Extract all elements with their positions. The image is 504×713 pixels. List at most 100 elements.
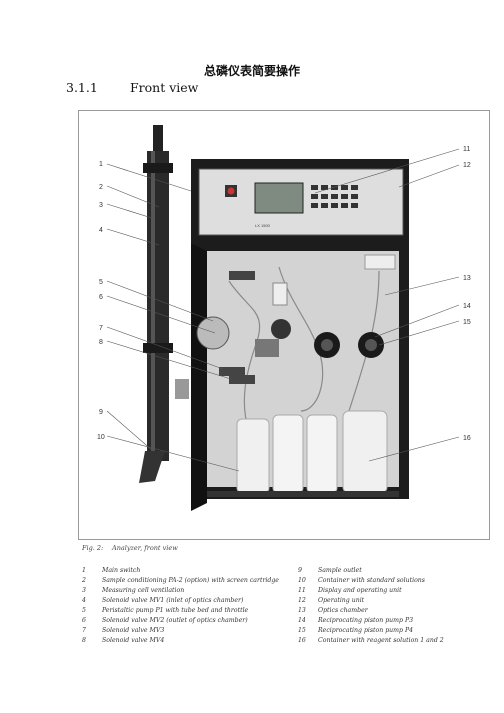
pipe-flange-mid xyxy=(143,343,173,353)
label-plate xyxy=(364,254,396,270)
caption-label: Fig. 2: xyxy=(82,544,104,552)
legend-text: Reciprocating piston pump P3 xyxy=(318,617,414,624)
legend-number: 6 xyxy=(82,617,86,624)
legend-number: 13 xyxy=(298,607,306,614)
legend-item: 4 Solenoid valve MV1 (inlet of optics cha… xyxy=(82,596,279,606)
peristaltic-pump xyxy=(196,316,230,350)
legend-text: Operating unit xyxy=(318,597,365,604)
legend-text: Solenoid valve MV4 xyxy=(102,637,165,644)
section-number: 3.1.1 xyxy=(66,80,98,95)
figure-caption: Fig. 2: Analyzer, front view xyxy=(82,544,178,552)
section-title: Front view xyxy=(130,80,199,95)
callout-label: 9 xyxy=(99,409,103,416)
legend-text: Display and operating unit xyxy=(318,587,402,594)
legend-column-left: 1 Main switch 2 Sample conditioning PA-2 (… xyxy=(82,566,279,646)
analyzer-illustration: LX 1500 xyxy=(97,125,471,511)
standard-solution-bottle xyxy=(236,418,270,494)
solenoid-valve-mv4 xyxy=(229,375,255,384)
callout-label: 8 xyxy=(99,339,103,346)
legend-text: Sample outlet xyxy=(318,567,362,574)
legend-text: Peristaltic pump P1 with tube bed and th… xyxy=(102,607,249,614)
legend-item: 2 Sample conditioning PA-2 (option) with … xyxy=(82,576,279,586)
callout-label: 10 xyxy=(97,434,105,441)
callout-label: 14 xyxy=(463,303,471,310)
solenoid-valve-mv1 xyxy=(229,271,255,280)
bottle-tray xyxy=(207,491,399,497)
legend-item: 10 Container with standard solutions xyxy=(298,576,444,586)
legend-text: Solenoid valve MV2 (outlet of optics cha… xyxy=(102,617,248,624)
legend-item: 13 Optics chamber xyxy=(298,606,444,616)
callout-label: 2 xyxy=(99,184,103,191)
callout-label: 7 xyxy=(99,325,103,332)
callout-label: 11 xyxy=(463,146,470,153)
legend-item: 3 Measuring cell ventilation xyxy=(82,586,279,596)
legend-column-right: 9 Sample outlet 10 Container with standard… xyxy=(298,566,444,646)
legend-number: 15 xyxy=(298,627,306,634)
legend-item: 6 Solenoid valve MV2 (outlet of optics ch… xyxy=(82,616,279,626)
document-title: 总磷仪表简要操作 xyxy=(203,64,300,78)
legend-text: Sample conditioning PA-2 (option) with s… xyxy=(102,577,279,584)
legend-text: Container with standard solutions xyxy=(318,577,425,584)
legend-text: Main switch xyxy=(102,567,141,574)
solenoid-valve-mv3 xyxy=(219,367,245,376)
legend-item: 11 Display and operating unit xyxy=(298,586,444,596)
legend-number: 11 xyxy=(298,587,306,594)
callout-label: 6 xyxy=(99,294,103,301)
riser-pipe-highlight xyxy=(151,151,155,461)
panel-brand-text: LX 1500 xyxy=(255,223,271,228)
legend-text: Measuring cell ventilation xyxy=(102,587,185,594)
optics-chamber xyxy=(272,282,288,306)
callout-label: 1 xyxy=(99,161,103,168)
pump-p1-head xyxy=(271,319,291,339)
pipe-flange-top xyxy=(143,163,173,173)
sample-outlet-nozzle xyxy=(139,451,165,483)
display-screen xyxy=(254,182,304,214)
legend-text: Container with reagent solution 1 and 2 xyxy=(318,637,444,644)
piston-pump-p4-cap xyxy=(365,339,377,351)
pipe-fitting xyxy=(175,379,189,399)
main-switch-knob xyxy=(227,187,235,195)
legend-item: 1 Main switch xyxy=(82,566,279,576)
legend-item: 9 Sample outlet xyxy=(298,566,444,576)
reagent-bottle xyxy=(306,414,338,494)
riser-pipe xyxy=(147,151,169,461)
legend-item: 16 Container with reagent solution 1 and … xyxy=(298,636,444,646)
open-door xyxy=(191,243,207,511)
legend-number: 2 xyxy=(82,577,86,584)
keypad xyxy=(311,185,358,208)
callout-label: 15 xyxy=(463,319,471,326)
legend-text: Reciprocating piston pump P4 xyxy=(318,627,414,634)
standard-solution-bottle xyxy=(272,414,304,494)
legend-text: Solenoid valve MV1 (inlet of optics cham… xyxy=(102,597,244,604)
legend-item: 15 Reciprocating piston pump P4 xyxy=(298,626,444,636)
legend-number: 16 xyxy=(298,637,306,644)
callout-label: 3 xyxy=(99,202,103,209)
callout-label: 5 xyxy=(99,279,103,286)
piston-pump-p3-cap xyxy=(321,339,333,351)
legend-number: 3 xyxy=(82,587,86,594)
callout-label: 13 xyxy=(463,275,471,282)
legend-number: 8 xyxy=(82,637,86,644)
legend-text: Solenoid valve MV3 xyxy=(102,627,165,634)
vent-pipe-top xyxy=(153,125,163,155)
legend-item: 12 Operating unit xyxy=(298,596,444,606)
legend-text: Optics chamber xyxy=(318,607,368,614)
legend-item: 7 Solenoid valve MV3 xyxy=(82,626,279,636)
legend-number: 9 xyxy=(298,567,302,574)
legend-number: 12 xyxy=(298,597,306,604)
callout-label: 16 xyxy=(463,435,471,442)
legend-item: 8 Solenoid valve MV4 xyxy=(82,636,279,646)
legend-number: 10 xyxy=(298,577,306,584)
figure-frame: LX 1500 xyxy=(78,110,490,540)
legend-number: 4 xyxy=(82,597,86,604)
reagent-bottle xyxy=(342,410,388,494)
caption-text: Analyzer, front view xyxy=(112,544,178,552)
callout-leaders xyxy=(106,148,460,472)
section-heading: 3.1.1 Front view xyxy=(66,80,198,95)
callout-label: 12 xyxy=(463,162,471,169)
legend-number: 7 xyxy=(82,627,86,634)
optics-chamber-block xyxy=(255,339,279,357)
legend-number: 1 xyxy=(82,567,86,574)
